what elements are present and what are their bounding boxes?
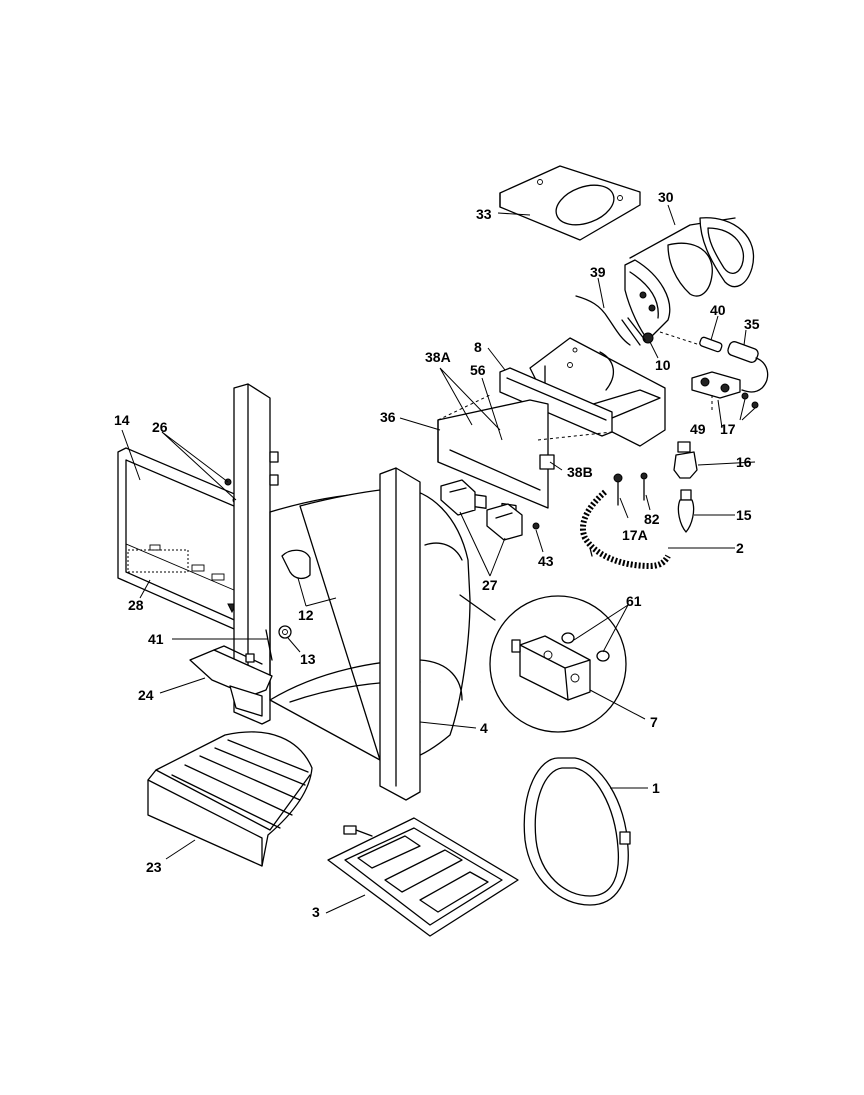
label-7: 7 [650,714,658,730]
label-13: 13 [300,651,316,667]
label-10: 10 [655,357,671,373]
part-13-washer [278,625,292,639]
label-24: 24 [138,687,154,703]
label-61: 61 [626,593,642,609]
part-4-front-column [379,467,421,801]
part-1-ring [523,757,631,906]
label-27: 27 [482,577,498,593]
label-30: 30 [658,189,674,205]
part-16-socket [673,441,698,479]
label-82: 82 [644,511,660,527]
leader-lines [121,204,756,914]
label-35: 35 [744,316,760,332]
part-41-spring [265,629,273,661]
callout-labels: 33 30 39 40 35 8 38A 56 10 36 14 26 49 1… [114,189,760,920]
label-26: 26 [152,419,168,435]
part-30-gasket [629,217,755,297]
label-40: 40 [710,302,726,318]
label-28: 28 [128,597,144,613]
part-24-paddle [189,645,273,717]
part-49-bracket [691,371,741,410]
door-flap [621,259,671,346]
label-39: 39 [590,264,606,280]
label-38b: 38B [567,464,593,480]
part-27-clips [440,479,523,541]
label-43: 43 [538,553,554,569]
label-12: 12 [298,607,314,623]
label-33: 33 [476,206,492,222]
label-17a: 17A [622,527,648,543]
part-7-switch-detail [459,594,627,733]
label-8: 8 [474,339,482,355]
label-38a: 38A [425,349,451,365]
label-2: 2 [736,540,744,556]
part-33-plate [499,165,641,241]
part-39-wire [575,295,631,346]
label-15: 15 [736,507,752,523]
part-3-heater [327,817,519,937]
part-35-solenoid [727,341,769,393]
label-1: 1 [652,780,660,796]
dispenser-cabinet [269,487,471,763]
part-23-tray [147,731,313,867]
label-49: 49 [690,421,706,437]
label-14: 14 [114,412,130,428]
label-36: 36 [380,409,396,425]
part-2-harness [580,489,671,570]
part-43-screw [532,522,540,530]
label-16: 16 [736,454,752,470]
part-17-screws [739,392,759,421]
label-23: 23 [146,859,162,875]
part-40-pin [659,331,723,353]
label-56: 56 [470,362,486,378]
part-17a-screw [613,473,623,506]
label-3: 3 [312,904,320,920]
part-8-housing [499,337,666,447]
label-4: 4 [480,720,488,736]
part-15-bulb [677,489,695,533]
part-82-screw [640,472,648,501]
label-41: 41 [148,631,164,647]
label-17: 17 [720,421,736,437]
